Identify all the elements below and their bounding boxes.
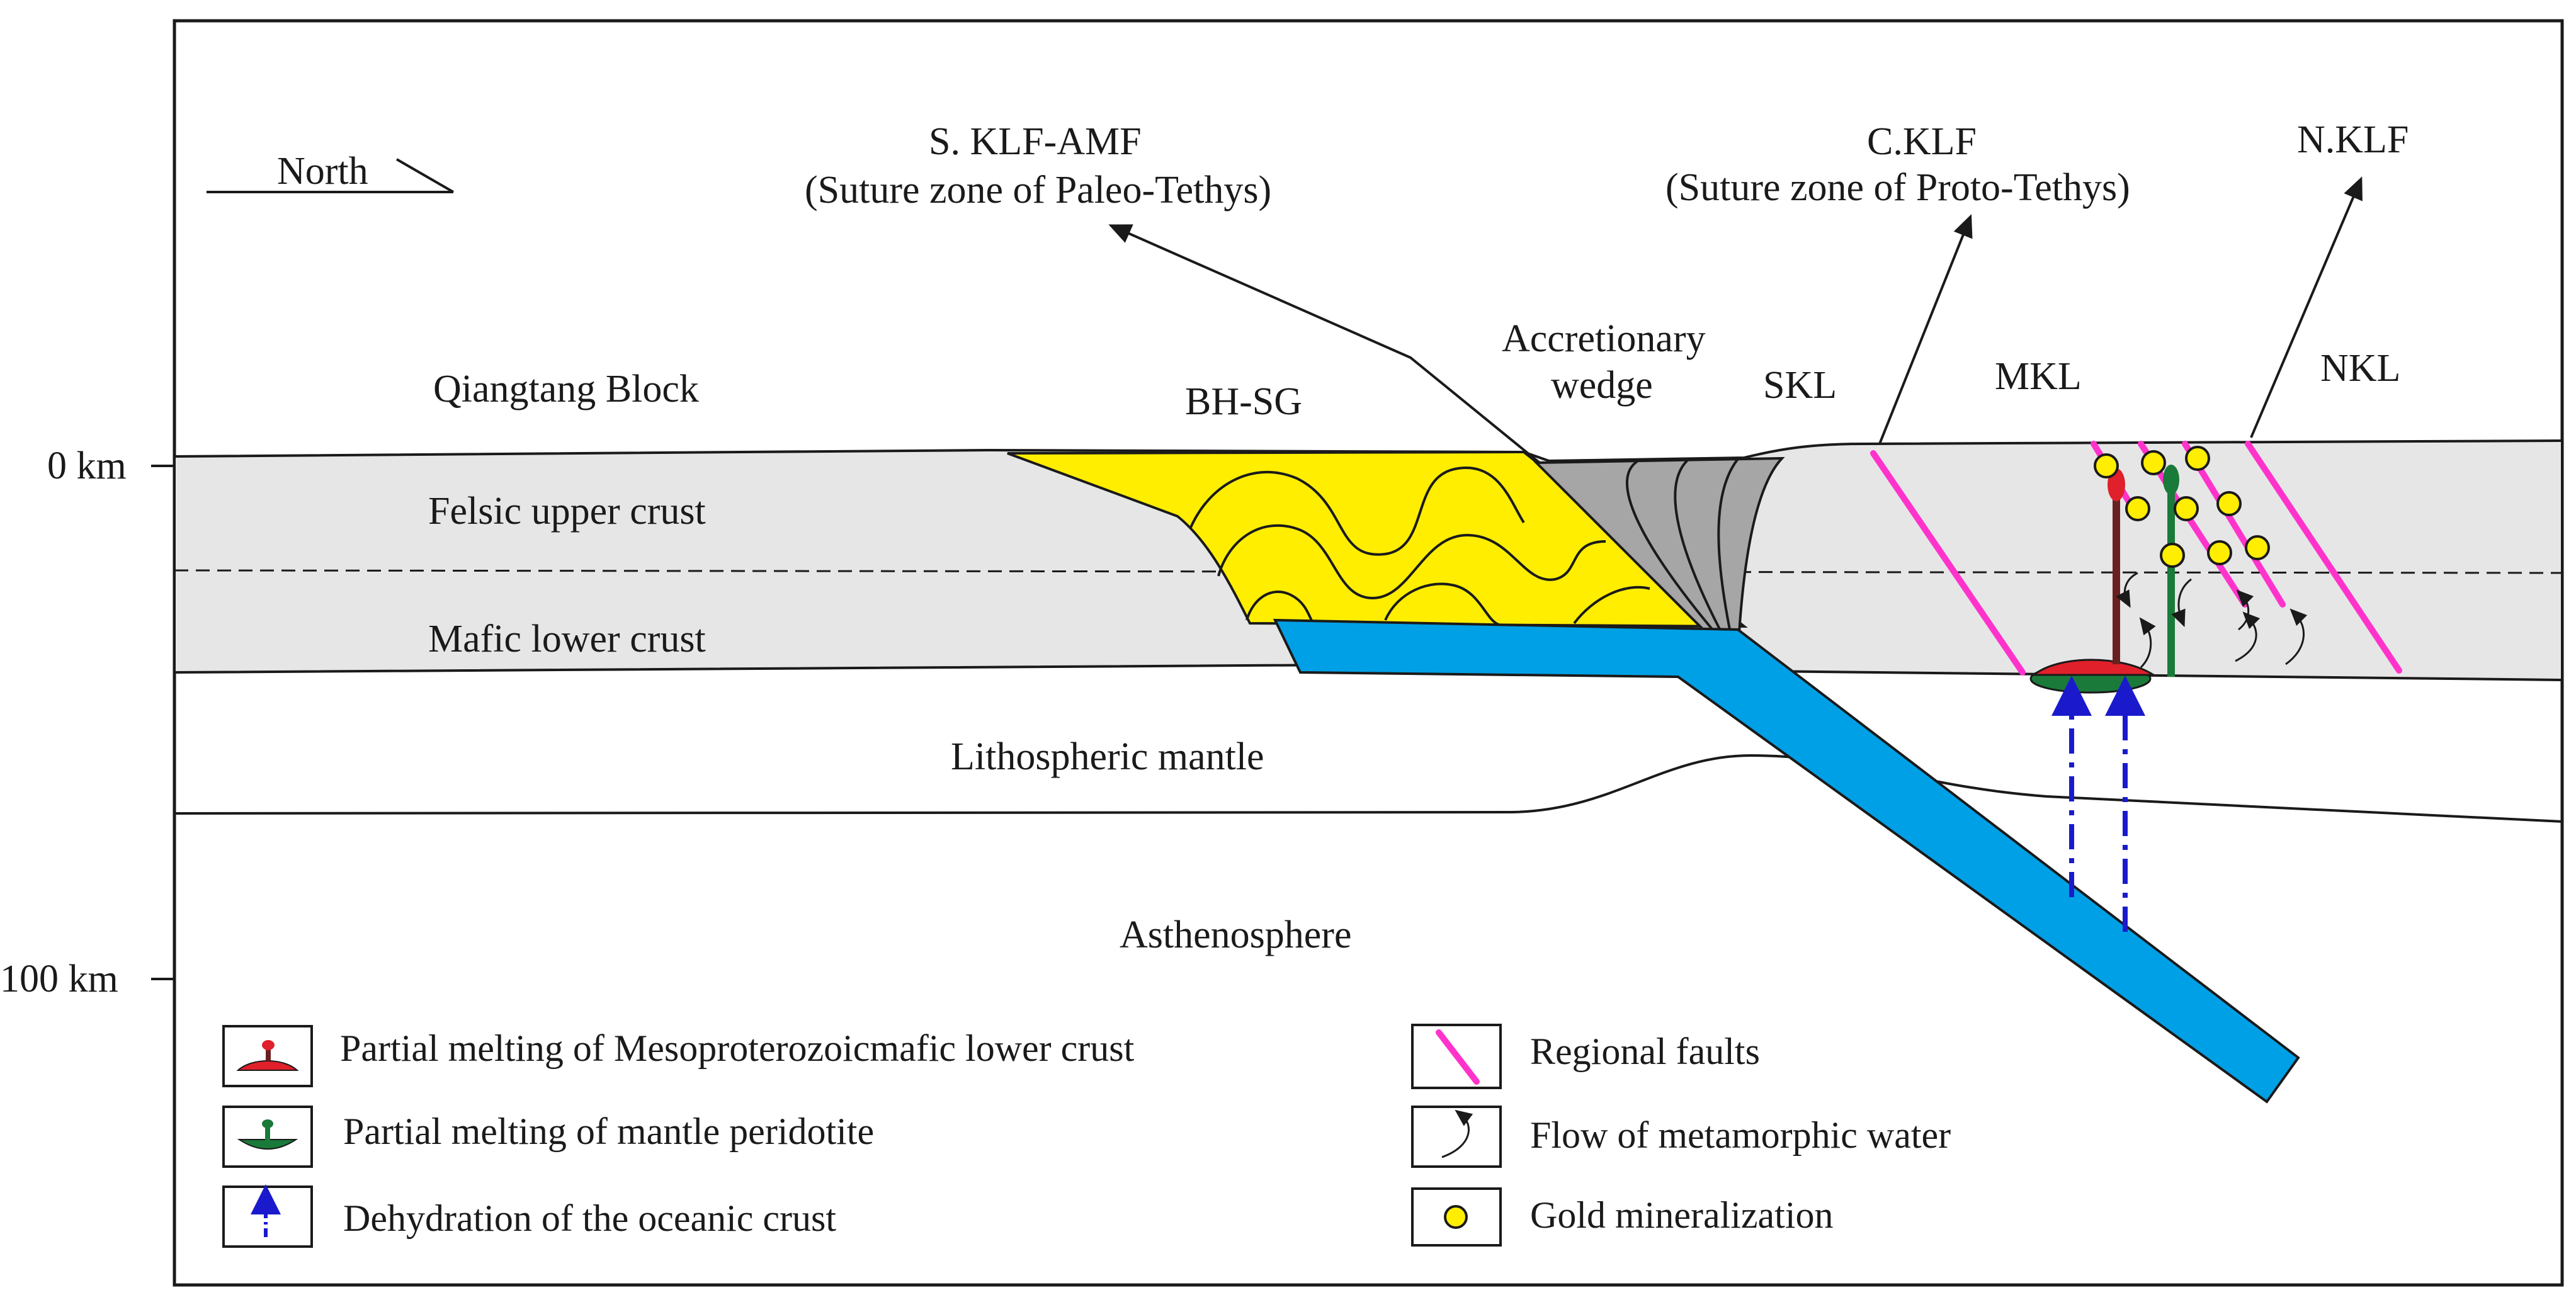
subducting-slab bbox=[1273, 618, 2300, 1104]
litho-label: Lithospheric mantle bbox=[951, 735, 1264, 778]
gold-point bbox=[2125, 496, 2150, 521]
skl-label: SKL bbox=[1763, 364, 1837, 407]
legend-label-2: Partial melting of mantle peridotite bbox=[343, 1111, 874, 1152]
mkl-label: MKL bbox=[1995, 355, 2082, 398]
gold-point bbox=[2174, 496, 2199, 521]
legend-label-1: Partial melting of Mesoproterozoicmafic … bbox=[340, 1027, 1135, 1069]
legend-label-4: Regional faults bbox=[1530, 1031, 1760, 1072]
bh-sg-wedge bbox=[1007, 450, 1748, 628]
bhsg-label: BH-SG bbox=[1185, 380, 1302, 423]
nkl-label: NKL bbox=[2320, 347, 2400, 390]
depth-100-label: 100 km bbox=[0, 958, 118, 1000]
gold-point bbox=[2185, 446, 2210, 471]
wedge-lines bbox=[1625, 458, 1739, 654]
lab-boundary bbox=[174, 754, 2563, 823]
gold-point bbox=[2141, 450, 2166, 475]
north-label: North bbox=[277, 150, 368, 193]
green-conduit-head bbox=[2163, 465, 2179, 495]
gold-point bbox=[2160, 543, 2185, 568]
crust-divider bbox=[174, 569, 2563, 574]
depth-0-label: 0 km bbox=[47, 444, 127, 487]
gold-point bbox=[2245, 535, 2270, 560]
metamorphic-water-flows bbox=[2116, 572, 2308, 669]
legend: Partial melting of Mesoproterozoicmafic … bbox=[222, 1024, 1951, 1248]
green-conduit bbox=[2167, 485, 2175, 677]
north-indicator bbox=[207, 158, 455, 193]
fold-lines bbox=[1189, 467, 1650, 628]
skl-amf-label: S. KLF-AMF bbox=[929, 120, 1142, 163]
felsic-label: Felsic upper crust bbox=[428, 490, 706, 533]
pointer-lines bbox=[1108, 176, 2363, 464]
proto-tethys-label: (Suture zone of Proto-Tethys) bbox=[1665, 166, 2130, 209]
paleo-tethys-label: (Suture zone of Paleo-Tethys) bbox=[805, 169, 1271, 212]
gold-points bbox=[2094, 446, 2270, 568]
gold-point bbox=[2094, 453, 2119, 478]
red-conduit bbox=[2113, 491, 2120, 664]
mafic-label: Mafic lower crust bbox=[428, 618, 706, 660]
qiangtang-label: Qiangtang Block bbox=[433, 368, 699, 410]
legend-label-3: Dehydration of the oceanic crust bbox=[343, 1197, 836, 1239]
legend-label-5: Flow of metamorphic water bbox=[1530, 1114, 1951, 1156]
accretionary-label: Accretionary bbox=[1502, 317, 1706, 360]
gold-point bbox=[2216, 491, 2242, 516]
wedge-label: wedge bbox=[1551, 364, 1653, 407]
legend-swatch-water bbox=[1411, 1106, 1502, 1168]
red-melt-lens bbox=[2031, 659, 2157, 676]
cklf-label: C.KLF bbox=[1867, 120, 1977, 163]
gold-point bbox=[2207, 540, 2232, 565]
nklf-label: N.KLF bbox=[2297, 118, 2409, 161]
legend-label-6: Gold mineralization bbox=[1530, 1194, 1834, 1236]
dehydration-arrows bbox=[2051, 676, 2145, 932]
astheno-label: Asthenosphere bbox=[1120, 914, 1351, 956]
